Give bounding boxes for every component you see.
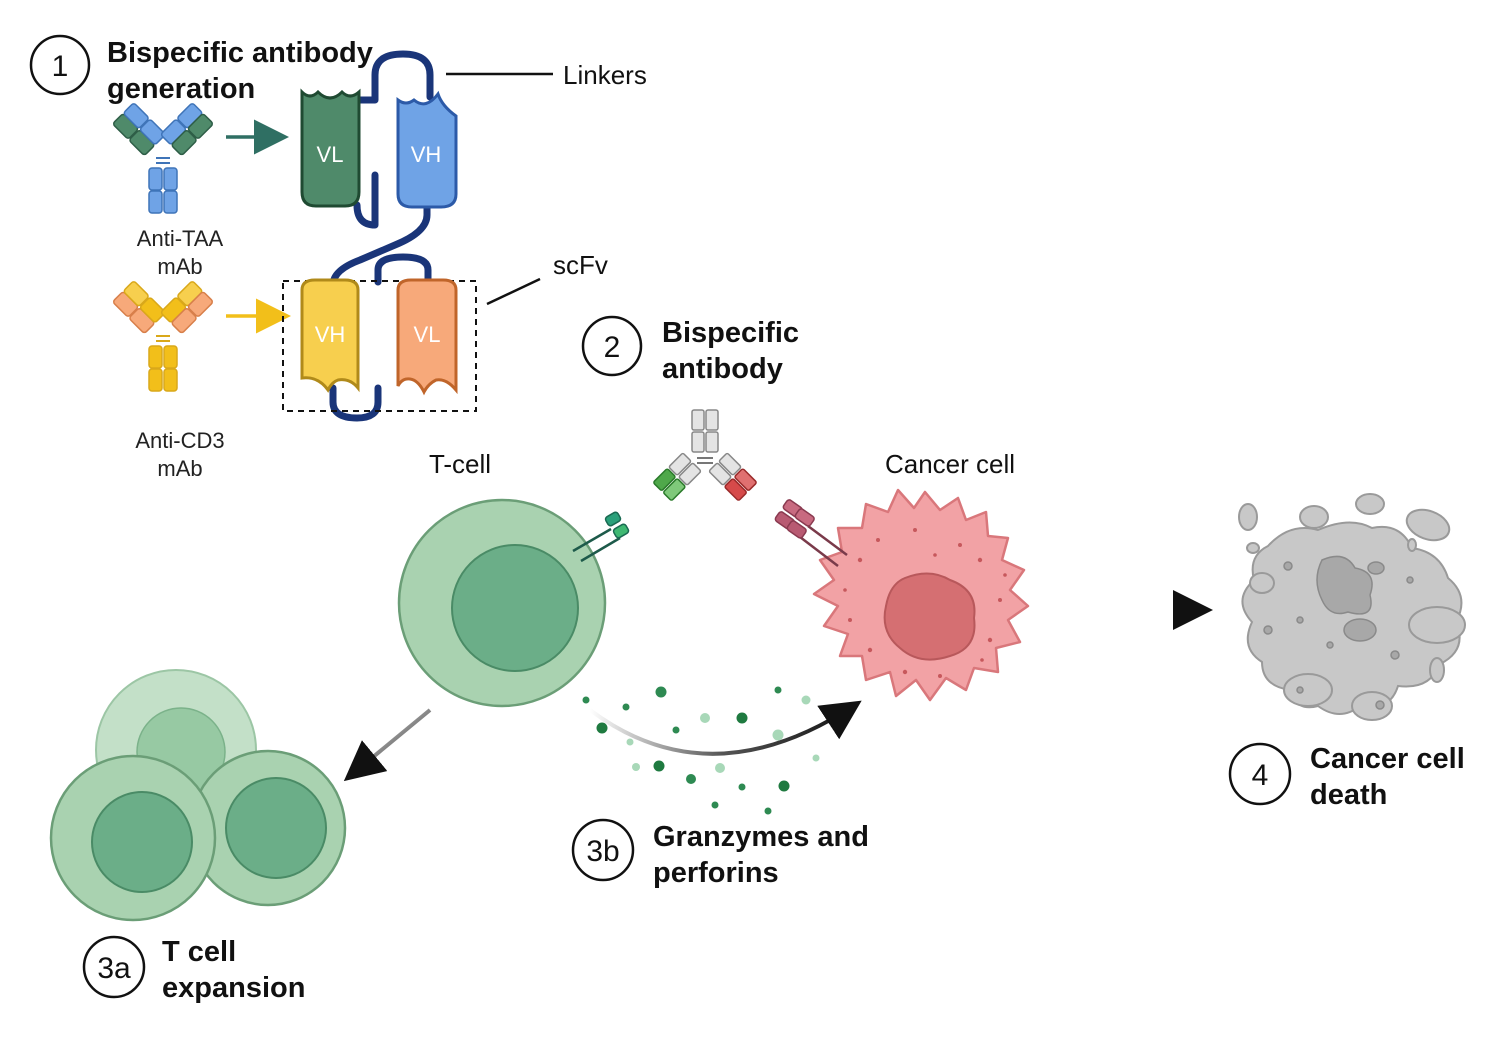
step2-badge: 2 [581,315,643,377]
cancer-cell-icon [812,488,1030,702]
vh-bottom-label: VH [315,322,346,347]
step1-title-line2: generation [107,73,255,105]
anti-cd3-label-line1: Anti-CD3 [135,428,224,453]
step4-number: 4 [1252,759,1269,792]
scfv-callout-line [486,277,541,306]
t-cell-icon [397,498,607,708]
vl-top-label: VL [317,142,344,167]
vh-domain-top: VH [396,90,458,209]
step3a-title-line1: T cell [162,936,236,968]
step4-badge: 4 [1228,742,1292,806]
step3a-number: 3a [97,952,131,985]
step3b-number: 3b [586,835,619,868]
tumor-antigen-icon [774,499,848,567]
linkers-label: Linkers [563,60,647,90]
vl-domain-bottom: VL [396,278,458,396]
scfv-box [282,280,477,412]
vl-bottom-label: VL [414,322,441,347]
step1-title-line1: Bispecific antibody [107,37,373,69]
step2-title-line2: antibody [662,353,783,385]
arrow-icon [588,700,862,756]
step1-number: 1 [52,50,69,83]
tcr-receptor-icon [572,511,630,563]
step4-title-line2: death [1310,779,1387,811]
scfv-linker [329,50,434,422]
step4-title-line1: Cancer cell [1310,743,1465,775]
dead-cell-fragments [1263,555,1414,710]
anti-taa-label-line1: Anti-TAA [137,226,224,251]
step2-title-line1: Bispecific [662,317,799,349]
step2-number: 2 [604,331,621,364]
vh-top-label: VH [411,142,442,167]
scfv-label: scFv [553,250,608,280]
t-cell-label: T-cell [429,449,491,479]
step3b-title-line2: perforins [653,857,779,889]
vh-domain-bottom: VH [300,278,360,393]
granzyme-dots [582,686,820,815]
anti-cd3-label-line2: mAb [157,456,202,481]
dead-cell-icon [1238,493,1466,721]
bispecific-antibody-icon [653,409,757,501]
anti-taa-label-line2: mAb [157,254,202,279]
step3a-title-line2: expansion [162,972,305,1004]
step3b-title-line1: Granzymes and [653,821,869,853]
arrow-icon [343,708,432,782]
vl-domain-top: VL [300,88,361,208]
step1-badge: 1 [29,34,91,96]
expanded-t-cells-icon [49,669,347,922]
anti-taa-antibody-icon [113,103,213,214]
step3a-badge: 3a [82,935,146,999]
anti-cd3-antibody-icon [113,281,213,392]
step3b-badge: 3b [571,818,635,882]
cancer-cell-label: Cancer cell [885,449,1015,479]
